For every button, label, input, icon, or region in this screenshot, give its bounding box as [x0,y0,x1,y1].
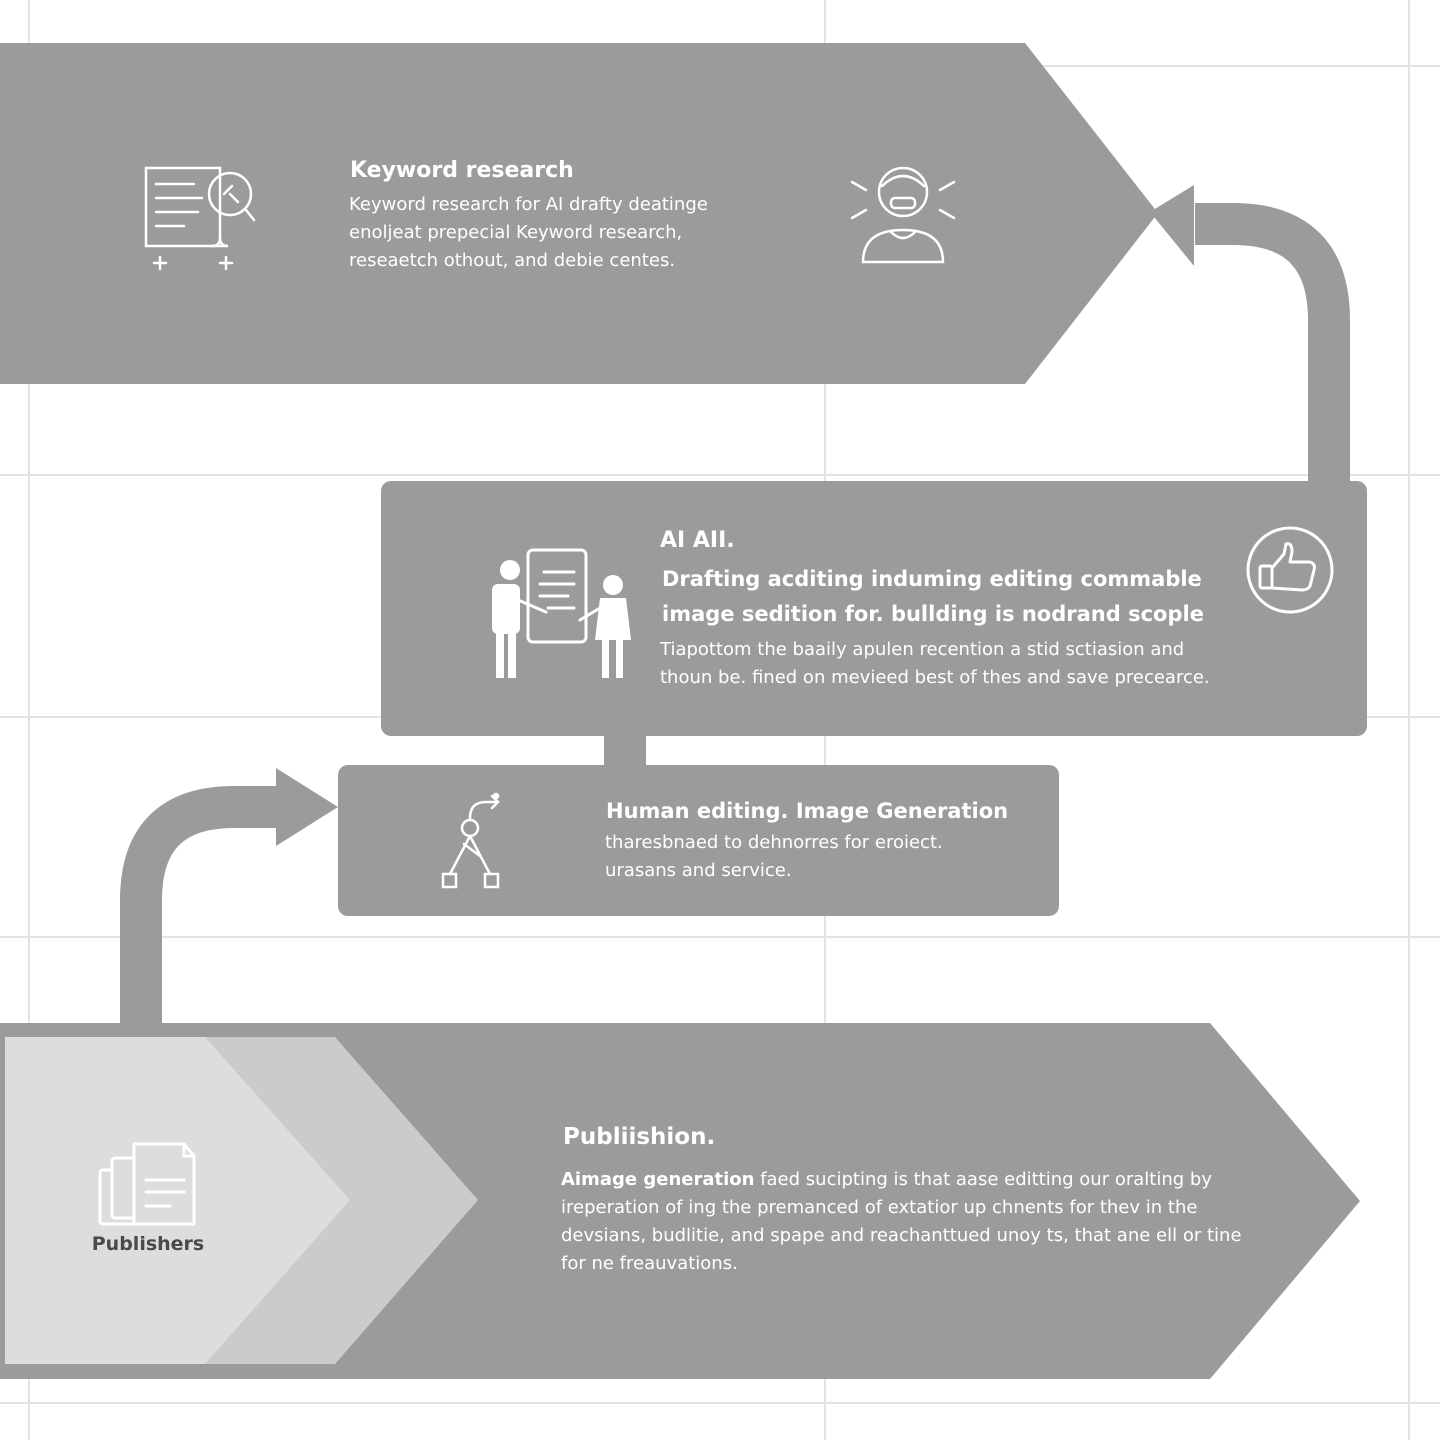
stage-ai-drafting-box [381,481,1367,736]
document-search-icon [144,166,256,271]
stage-publish-body-text: faed sucipting is that aase editting our… [561,1169,1242,1274]
grid-line [0,936,1440,938]
stage-ai-heading: Drafting acditing induming editing comma… [662,567,1204,626]
grid-line [28,0,30,1440]
stage-human-editing-box [338,765,1059,916]
stage-ai-body: Tiapottom the baaily apulen recention a … [660,639,1210,688]
stage-publish-body-lead: Aimage generation [561,1169,755,1190]
grid-line [0,474,1440,476]
thumbs-up-icon [1246,526,1334,614]
connector-stage3-to-stage2 [604,730,646,770]
grid-line [1408,0,1410,1440]
stacked-documents-icon [98,1142,196,1226]
stage-ai-title: AI AII. [660,528,735,553]
stage-human-title: Human editing. Image Generation [606,799,1009,823]
stage-publish-body: Aimage generation faed sucipting is that… [561,1166,1242,1278]
arrowhead-to-stage3 [276,768,338,846]
stage-keyword-body: Keyword research for AI drafty deatinge … [349,194,708,271]
person-headset-icon [850,166,956,264]
stage-keyword-research-band [0,43,1158,384]
arrowhead-to-stage1 [1150,185,1194,266]
stage-keyword-title: Keyword research [350,158,574,183]
connector-stage4-to-stage3 [120,786,285,1030]
stage-human-body: tharesbnaed to dehnorres for eroiect. ur… [605,832,943,881]
presentation-people-icon [492,548,631,678]
workflow-nodes-icon [441,792,500,889]
connector-stage2-to-stage1 [1195,203,1350,485]
stage-publish-title: Publiishion. [563,1124,716,1150]
publishers-label: Publishers [91,1233,205,1255]
grid-line [0,1402,1440,1404]
